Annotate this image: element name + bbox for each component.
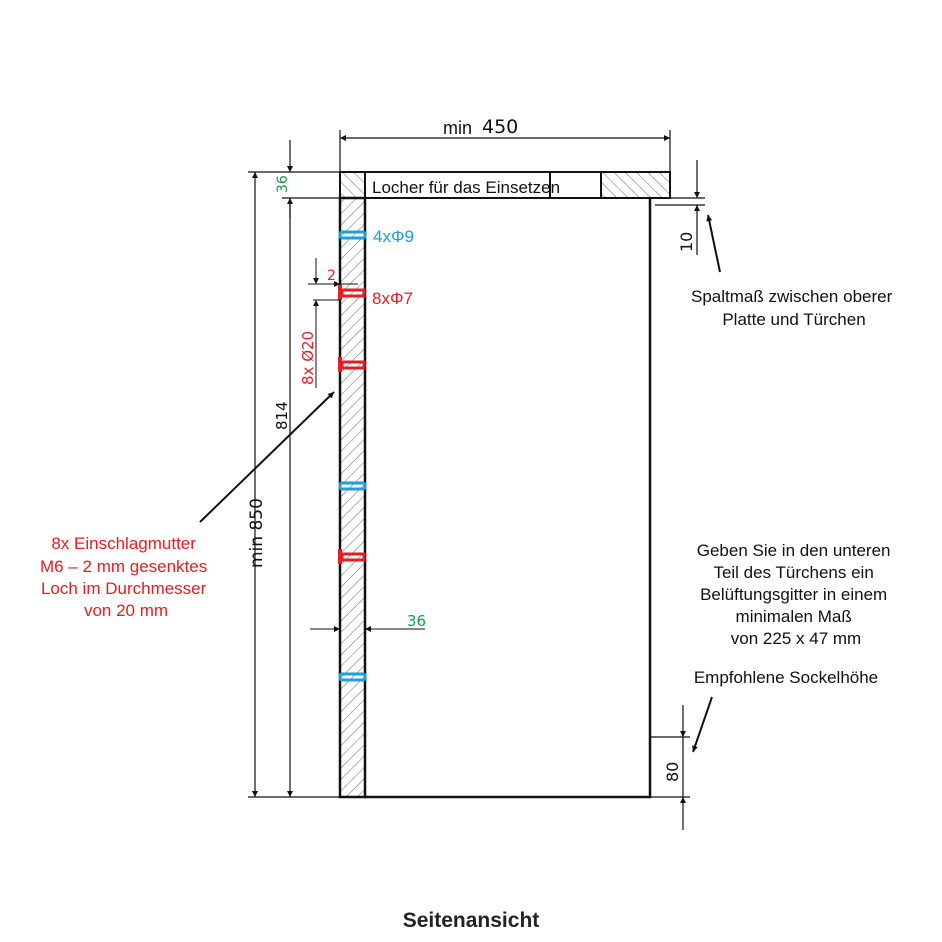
blue-hole-label: 4xΦ9 xyxy=(373,227,414,246)
width-prefix: min xyxy=(443,118,472,138)
insert-nut-note: 8x Einschlagmutter M6 – 2 mm gesenktes L… xyxy=(40,534,212,620)
gap-dimension xyxy=(655,160,721,273)
panel-thickness-label: 36 xyxy=(407,612,426,630)
gap-note: Spaltmaß zwischen oberer Platte und Türc… xyxy=(691,287,897,329)
side-height-label: 814 xyxy=(273,401,291,430)
top-plate-label: Locher für das Einsetzen xyxy=(372,178,560,197)
gap-label: 10 xyxy=(677,232,696,252)
countersink-depth-label: 2 xyxy=(327,268,336,284)
blue-holes xyxy=(338,230,367,682)
red-hole xyxy=(338,549,366,564)
plinth-dimension xyxy=(650,696,713,830)
door xyxy=(365,198,652,799)
blue-hole xyxy=(338,230,367,240)
width-dimension xyxy=(339,130,671,172)
leader-arrow xyxy=(199,391,335,523)
width-value: 450 xyxy=(482,116,518,138)
countersink-dimension xyxy=(308,258,358,388)
blue-hole xyxy=(338,481,367,491)
blue-hole xyxy=(338,672,367,682)
total-height-label: min 850 xyxy=(247,498,267,568)
countersink-diameter-label: 8x Ø20 xyxy=(299,331,317,385)
red-hole-label: 8xΦ7 xyxy=(372,289,413,308)
red-hole xyxy=(338,285,366,300)
plinth-label: 80 xyxy=(663,762,682,782)
vent-note: Geben Sie in den unteren Teil des Türche… xyxy=(697,541,896,648)
top-plate: Locher für das Einsetzen xyxy=(339,171,671,199)
height-dimensions xyxy=(248,140,340,798)
red-hole xyxy=(338,357,366,372)
red-holes xyxy=(338,285,366,564)
drawing-title: Seitenansicht xyxy=(403,909,540,932)
top-thickness-label: 36 xyxy=(275,175,291,193)
plinth-note: Empfohlene Sockelhöhe xyxy=(694,668,878,687)
side-panel xyxy=(338,196,367,799)
